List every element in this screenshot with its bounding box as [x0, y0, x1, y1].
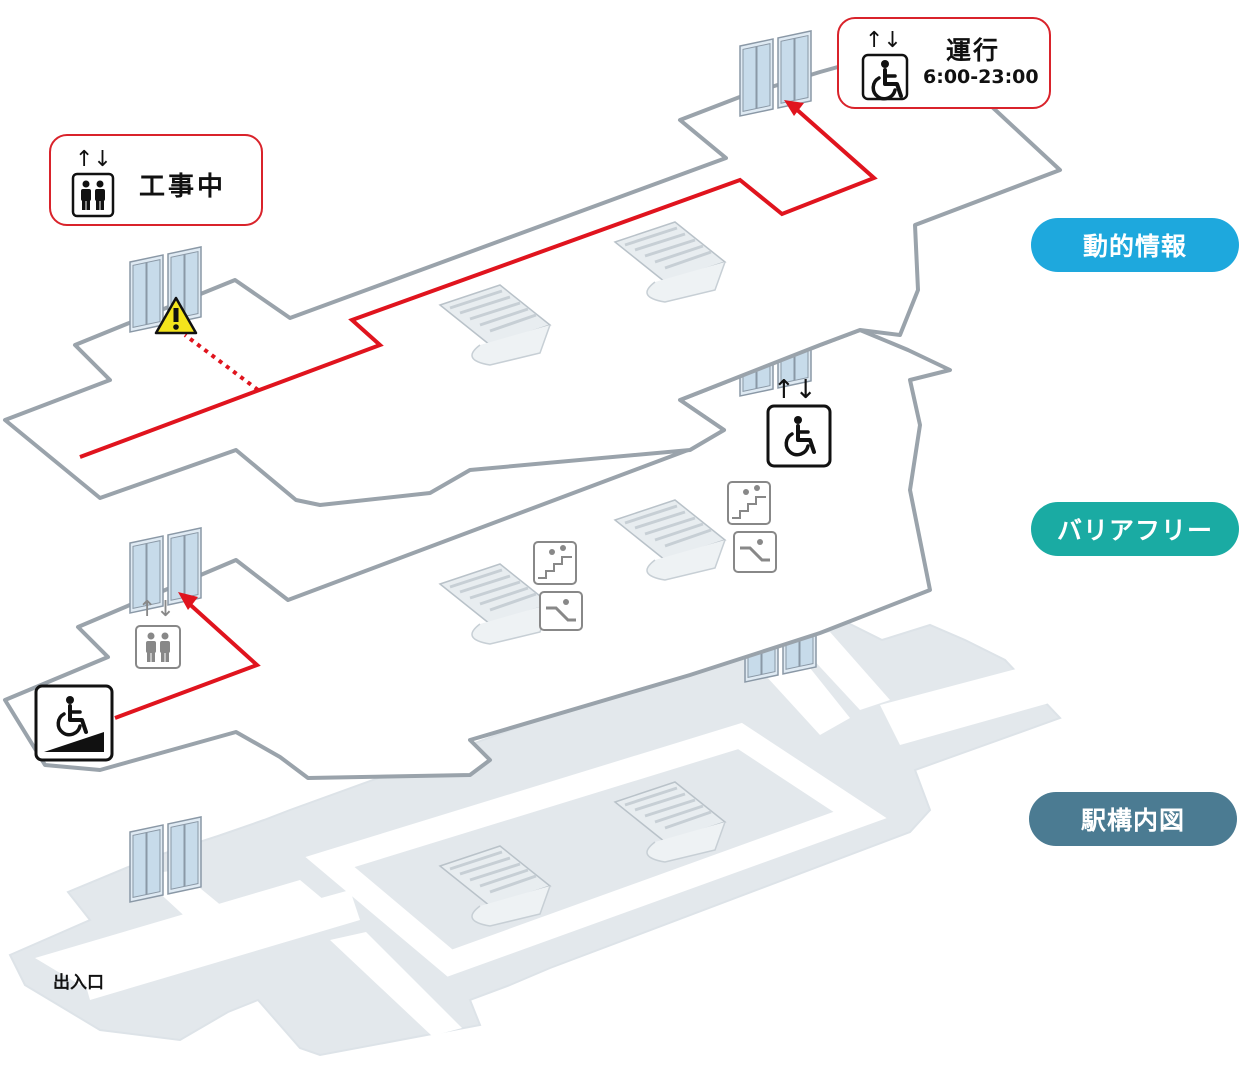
construction-label: 工事中	[139, 172, 227, 202]
operation-label: 運行	[946, 36, 1001, 65]
callout-operation: ↑↓ 運行 6:00-23:00	[837, 17, 1051, 109]
floor-barrier-free	[3, 328, 952, 780]
escalator-icon-2	[733, 531, 777, 573]
floor-station-map	[8, 621, 1062, 1057]
escalator-icon-1	[539, 591, 583, 631]
elevator-arrows-construction: ↑↓	[75, 147, 112, 172]
route-arrowhead-lower	[178, 592, 198, 610]
wheelchair-icon-elevator: ↑↓	[766, 375, 832, 468]
layer-label-barrier-free[interactable]: バリアフリー	[1031, 502, 1239, 556]
entrance-label: 出入口	[53, 973, 104, 993]
restroom-icon-lower: ↑↓	[135, 597, 181, 669]
wheelchair-icon-operation: ↑↓	[861, 28, 909, 101]
route-arrowhead-upper	[784, 100, 804, 116]
stairs-icon-2	[727, 481, 771, 525]
layer-label-dynamic[interactable]: 動的情報	[1031, 218, 1239, 272]
warning-icon	[154, 296, 198, 335]
wheelchair-slope-icon	[34, 684, 114, 762]
floor-dynamic	[3, 56, 1062, 507]
layer-label-station-map[interactable]: 駅構内図	[1029, 792, 1237, 846]
elevator-arrows-lower: ↑↓	[138, 597, 175, 622]
elevator-arrows-operation: ↑↓	[865, 28, 902, 53]
restroom-icon: ↑↓	[71, 147, 115, 218]
operation-hours: 6:00-23:00	[923, 66, 1039, 88]
callout-construction: ↑↓ 工事中	[49, 134, 263, 226]
stairs-icon-1	[533, 541, 577, 585]
elevator-arrows-wheelchair: ↑↓	[773, 375, 817, 405]
